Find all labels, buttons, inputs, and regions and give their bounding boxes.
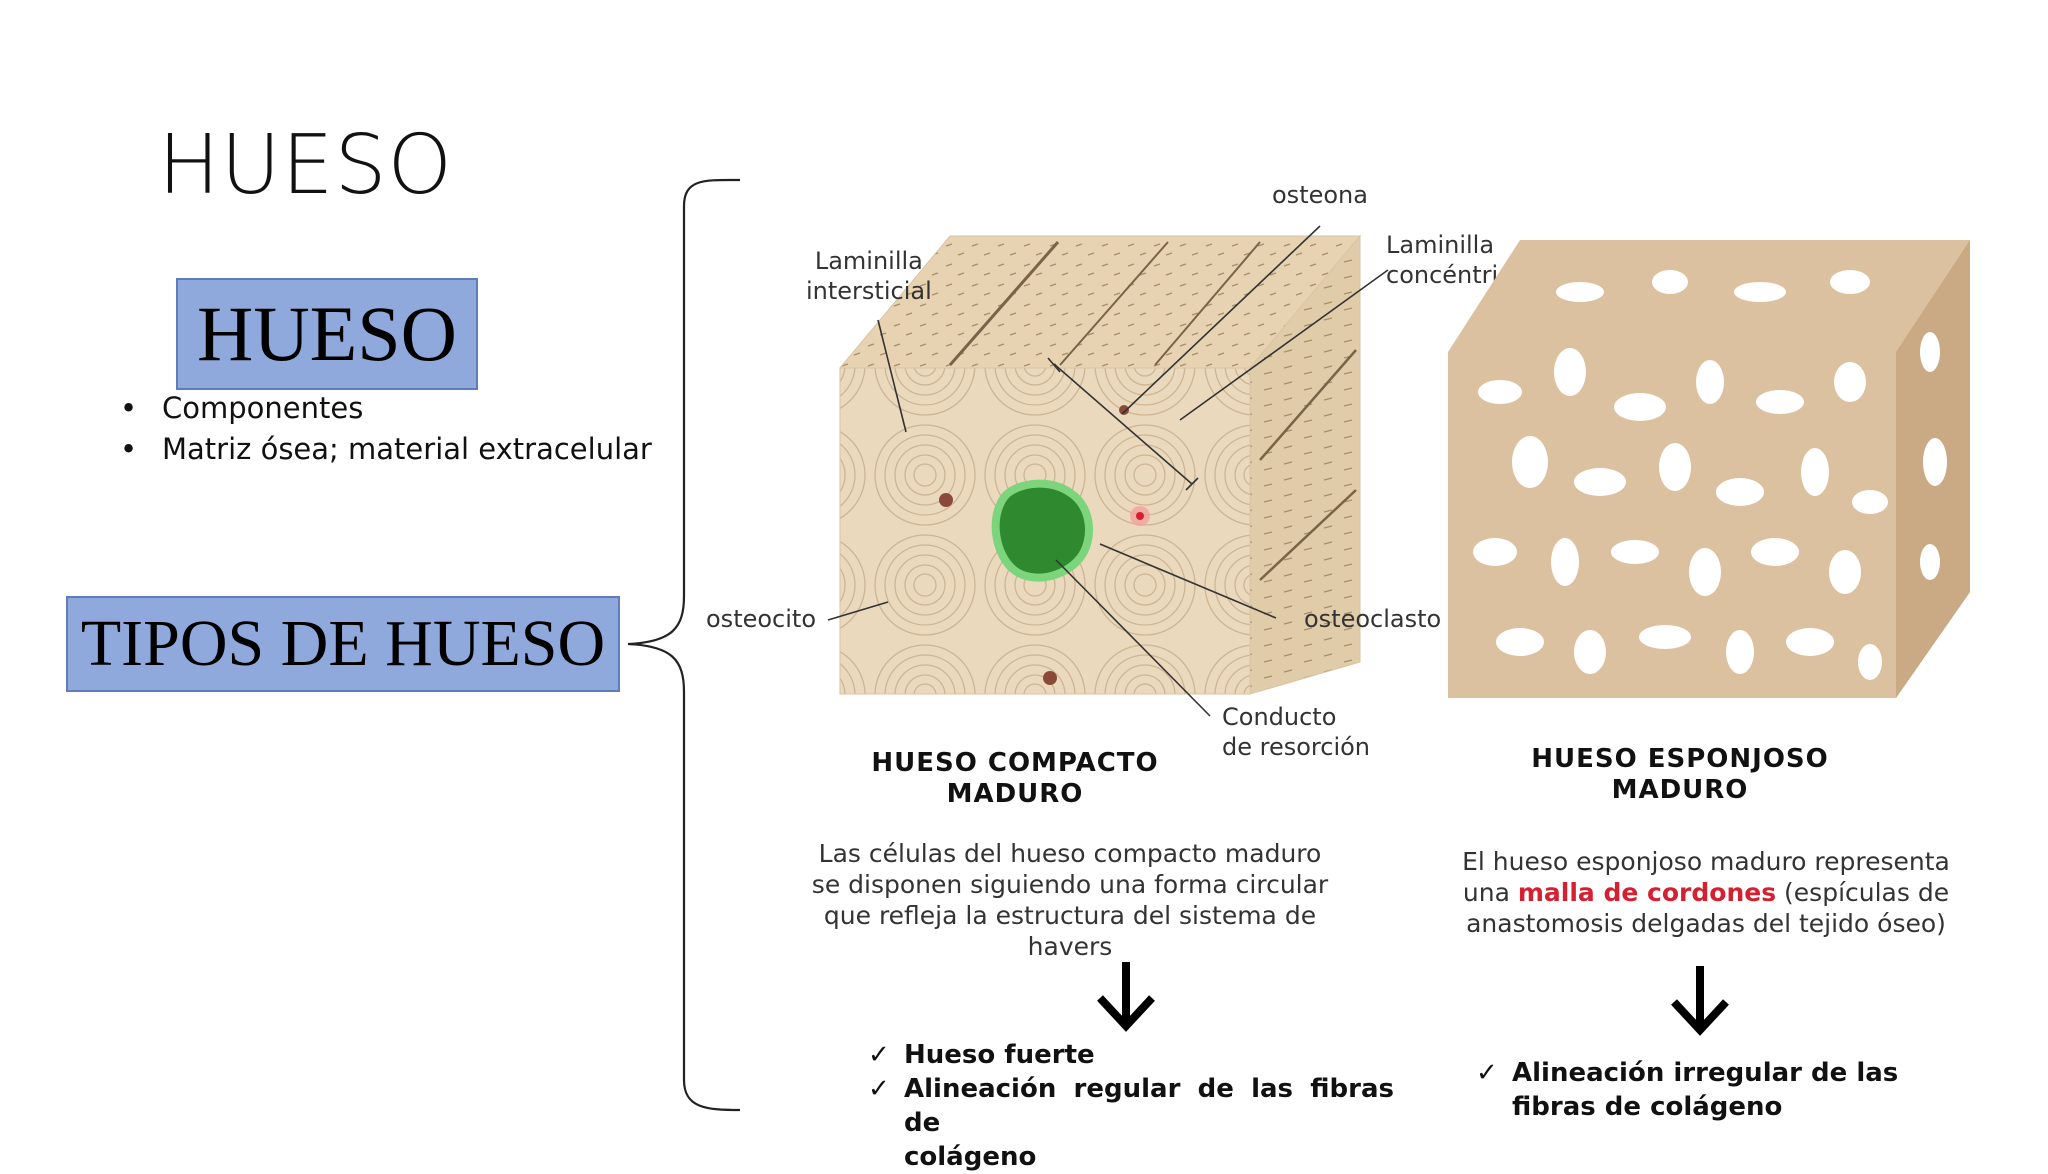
checkmark-icon: ✓ bbox=[868, 1074, 890, 1104]
check-item: ✓Alineación regular de las fibras de bbox=[868, 1074, 1394, 1138]
label-osteoclasto: osteoclasto bbox=[1304, 605, 1442, 633]
compact-bone-illustration bbox=[827, 225, 1389, 717]
label-osteocito: osteocito bbox=[706, 605, 817, 633]
spongy-bone-illustration bbox=[1448, 240, 1970, 698]
bullet-list: •Componentes •Matriz ósea; material extr… bbox=[120, 388, 652, 470]
curly-brace bbox=[627, 178, 741, 1112]
compact-bone-caption: HUESO COMPACTO MADURO bbox=[871, 748, 1159, 809]
page-title: HUESO bbox=[158, 118, 454, 213]
bullet-item: •Matriz ósea; material extracelular bbox=[120, 432, 652, 466]
tipos-de-hueso-box: TIPOS DE HUESO bbox=[66, 596, 620, 692]
label-laminilla-intersticial: Laminilla intersticial bbox=[806, 247, 932, 305]
bullet-item: •Componentes bbox=[120, 391, 364, 425]
label-conducto-de-resorcion: Conducto de resorción bbox=[1222, 703, 1371, 761]
spongy-bone-checklist: ✓Alineación irregular de las fibras de c… bbox=[1476, 1056, 1950, 1124]
check-item: ✓Hueso fuerte bbox=[868, 1040, 1095, 1070]
compact-bone-checklist: ✓Hueso fuerte ✓Alineación regular de las… bbox=[868, 1040, 1394, 1172]
compact-bone-description: Las células del hueso compacto maduro se… bbox=[811, 839, 1329, 961]
spongy-bone-description: El hueso esponjoso maduro representa una… bbox=[1462, 847, 1950, 938]
hueso-box: HUESO bbox=[176, 278, 478, 390]
spongy-bone-caption: HUESO ESPONJOSO MADURO bbox=[1531, 744, 1829, 805]
checkmark-icon: ✓ bbox=[1476, 1058, 1498, 1088]
highlight-text: malla de cordones bbox=[1517, 878, 1777, 907]
checkmark-icon: ✓ bbox=[868, 1040, 890, 1070]
arrow-down-icon bbox=[1097, 962, 1155, 1032]
arrow-down-icon bbox=[1671, 966, 1729, 1036]
label-osteona: osteona bbox=[1272, 181, 1368, 209]
check-item: ✓Alineación irregular de las bbox=[1476, 1058, 1899, 1088]
